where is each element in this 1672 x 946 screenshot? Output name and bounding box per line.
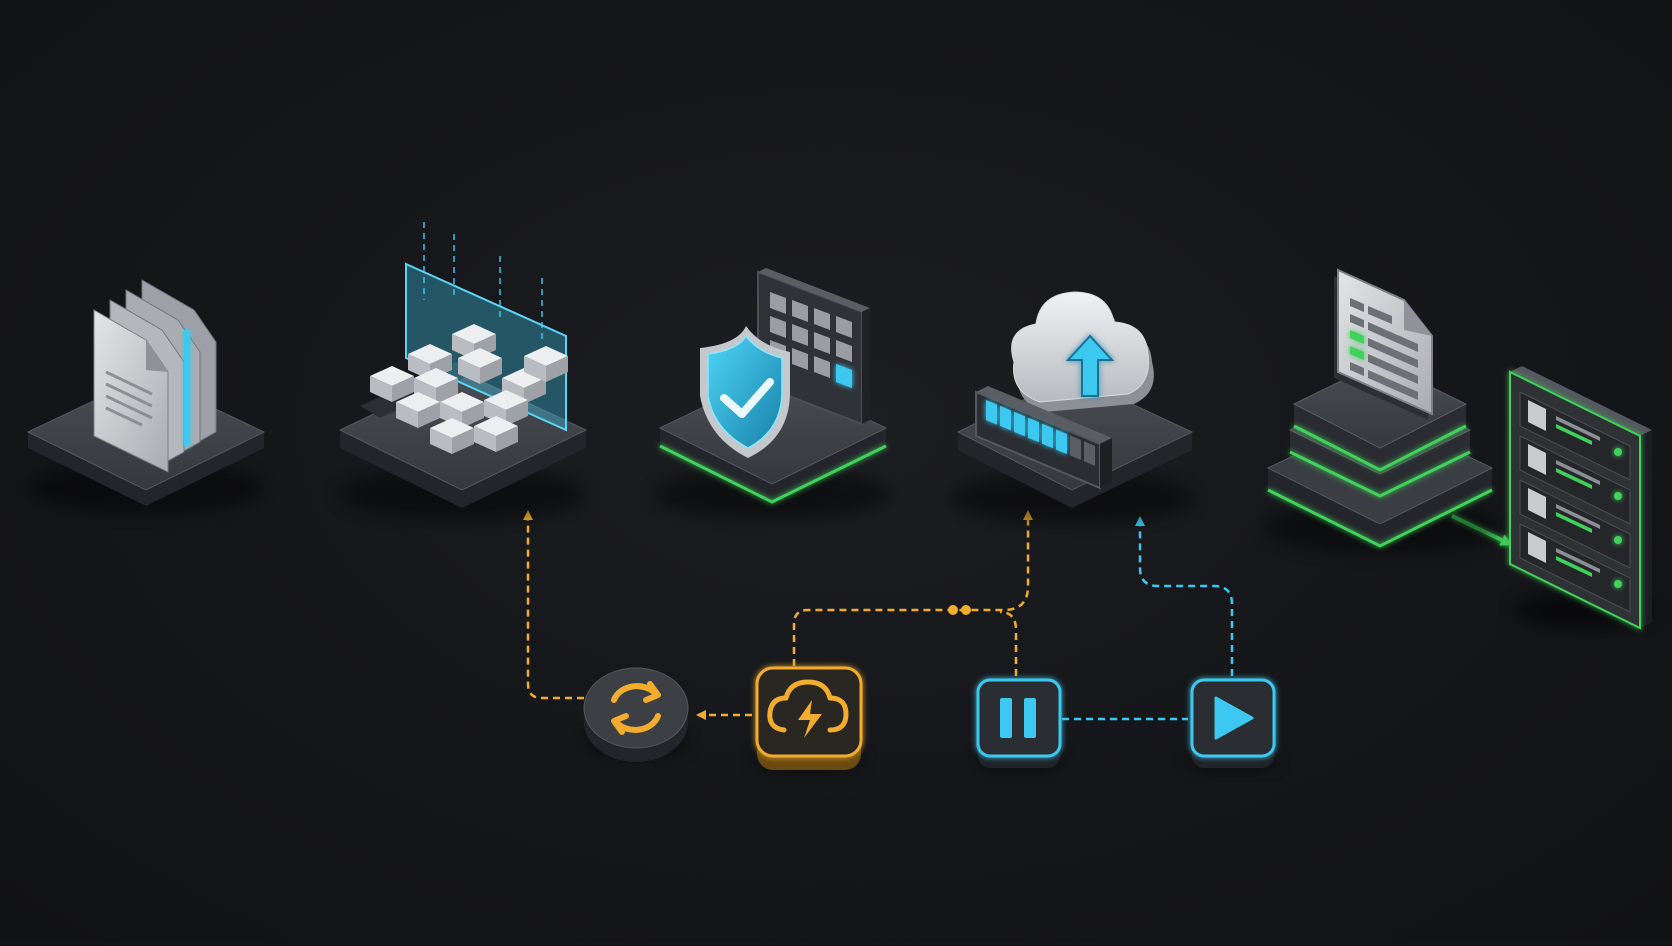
stage-store[interactable]: [1264, 270, 1500, 554]
stage-secure[interactable]: [654, 268, 890, 520]
retry-button[interactable]: [584, 668, 688, 762]
flow-trigger-to-upload: [794, 512, 1028, 666]
stage-upload[interactable]: [950, 292, 1194, 524]
flow-play-to-upload: [1140, 518, 1232, 676]
document-stack-icon: [94, 280, 216, 472]
flow-pause-to-upload: [1000, 612, 1016, 676]
stage-serve[interactable]: [1510, 366, 1654, 630]
cloud-upload-icon: [1012, 292, 1154, 412]
stage-index[interactable]: [338, 222, 586, 520]
flow-retry-to-index: [528, 512, 584, 698]
stage-ingest[interactable]: [26, 280, 266, 514]
pause-button[interactable]: [974, 680, 1062, 772]
trigger-button[interactable]: [754, 668, 862, 772]
play-button[interactable]: [1188, 680, 1276, 772]
